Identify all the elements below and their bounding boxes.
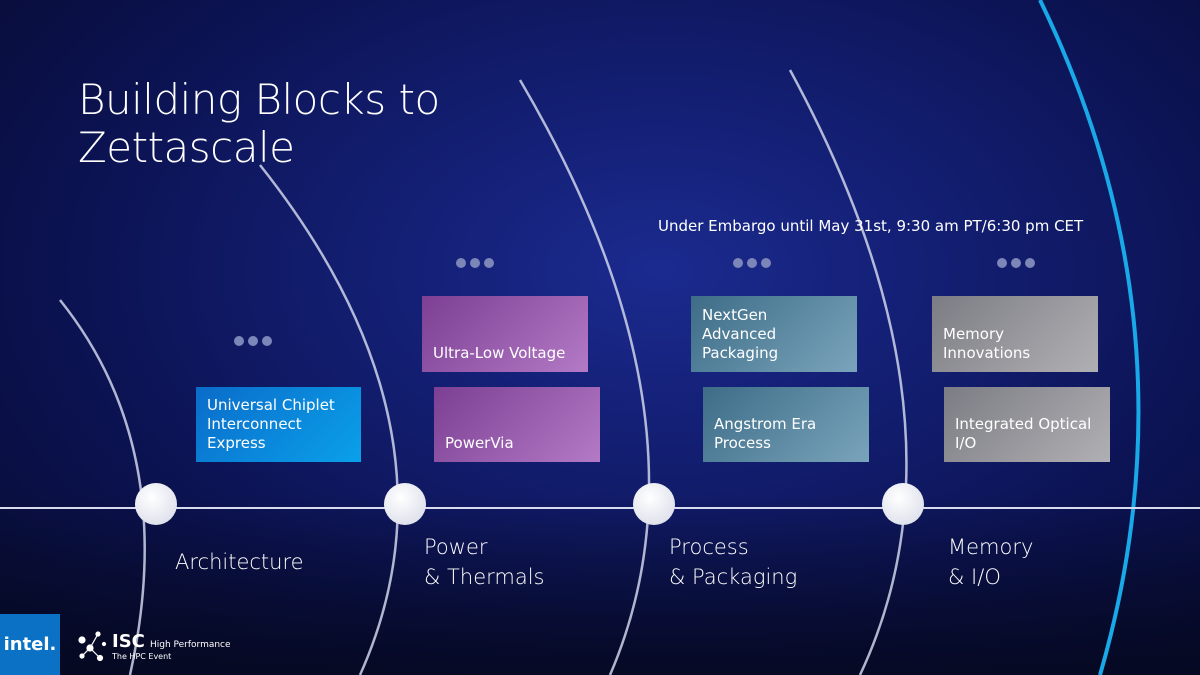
more-dots-icon	[997, 258, 1035, 268]
label-line: & Packaging	[669, 565, 798, 589]
label-process-packaging: Process & Packaging	[669, 532, 797, 592]
label-memory-io: Memory & I/O	[948, 532, 1033, 592]
box-powervia: PowerVia	[434, 387, 600, 462]
title-line: Building Blocks to	[78, 75, 440, 124]
label-line: Power	[424, 535, 488, 559]
timeline-node	[135, 483, 177, 525]
page-title: Building Blocks to Zettascale	[78, 76, 440, 172]
more-dots-icon	[456, 258, 494, 268]
intel-logo: intel.	[0, 614, 60, 675]
box-ucie: Universal Chiplet Interconnect Express	[196, 387, 361, 462]
arc-1	[59, 299, 146, 675]
arc-2	[259, 164, 399, 675]
arc-4	[788, 69, 908, 675]
box-memory-innovations: Memory Innovations	[932, 296, 1098, 372]
box-optical-io: Integrated Optical I/O	[944, 387, 1110, 462]
label-line: & Thermals	[424, 565, 545, 589]
embargo-notice: Under Embargo until May 31st, 9:30 am PT…	[658, 217, 1084, 235]
arc-5	[1038, 0, 1141, 675]
label-line: Process	[669, 535, 749, 559]
arc-3	[518, 79, 651, 675]
label-power-thermals: Power & Thermals	[424, 532, 544, 592]
isc-tagline: The HPC Event	[112, 652, 172, 661]
isc-logo: ISC High Performance The HPC Event	[78, 628, 231, 664]
timeline-node	[633, 483, 675, 525]
more-dots-icon	[234, 336, 272, 346]
isc-subtitle: High Performance	[149, 640, 231, 650]
label-architecture: Architecture	[175, 547, 304, 577]
isc-logo-text: ISC	[112, 631, 145, 652]
more-dots-icon	[733, 258, 771, 268]
background-fade	[0, 495, 1200, 675]
intel-logo-text: intel.	[3, 634, 57, 655]
label-line: & I/O	[948, 565, 1001, 589]
box-angstrom-process: Angstrom Era Process	[703, 387, 869, 462]
timeline-node	[882, 483, 924, 525]
label-line: Architecture	[175, 550, 304, 574]
label-line: Memory	[948, 535, 1034, 559]
box-ultra-low-voltage: Ultra-Low Voltage	[422, 296, 588, 372]
box-nextgen-packaging: NextGen Advanced Packaging	[691, 296, 857, 372]
title-line: Zettascale	[78, 123, 295, 172]
timeline-node	[384, 483, 426, 525]
isc-network-icon	[78, 631, 107, 662]
